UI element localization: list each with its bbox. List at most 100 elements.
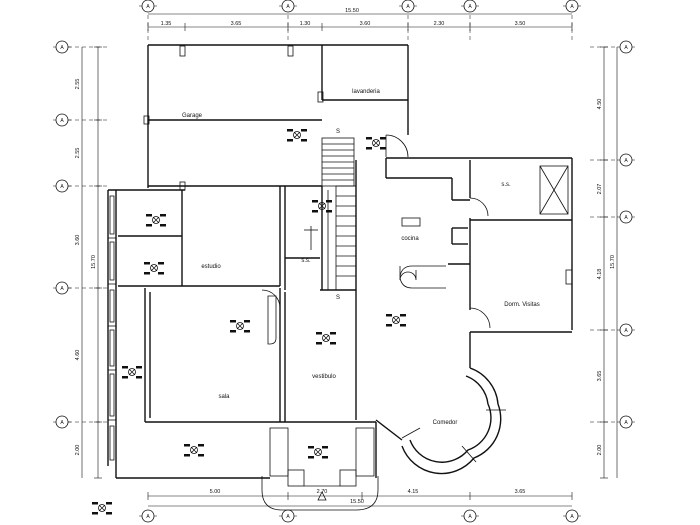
light-fixture-icon (316, 332, 336, 345)
svg-text:A: A (286, 4, 290, 10)
light-fixture-icon (230, 320, 250, 333)
room-label-garage: Garage (182, 113, 203, 119)
room-label-ss-2: s.s. (301, 258, 311, 264)
svg-text:A: A (624, 420, 628, 426)
grid-bubble: A (399, 0, 417, 13)
dim-bottom-total: 15.50 (350, 499, 364, 505)
light-fixture-icon (366, 137, 386, 150)
dim-left-4: 4.60 (75, 350, 81, 361)
dimension-labels: 15.50 1.35 3.65 1.30 3.60 2.30 3.50 5.00… (75, 8, 616, 505)
dim-bottom-1: 5.00 (210, 489, 221, 495)
grid-bubble: A (53, 415, 71, 429)
grid-bubble: A (617, 323, 635, 337)
left-window-bay (108, 195, 116, 461)
grid-bubble: A (139, 0, 157, 13)
entrance-porch (261, 427, 379, 511)
grid-bubble: A (461, 509, 479, 523)
dim-left-3: 3.60 (75, 235, 81, 246)
garage-door-marks (143, 45, 324, 191)
light-fixture-icon (184, 444, 204, 457)
svg-text:A: A (624, 328, 628, 334)
room-label-sala: sala (218, 394, 230, 400)
dim-left-total: 15.70 (91, 255, 97, 269)
svg-text:A: A (146, 4, 150, 10)
stair-label-1: S (336, 129, 340, 135)
grid-bubble: A (461, 0, 479, 13)
dim-top-3: 1.30 (300, 21, 311, 27)
svg-text:A: A (146, 514, 150, 520)
svg-text:A: A (60, 420, 64, 426)
light-fixtures (92, 129, 406, 515)
light-fixture-icon (312, 200, 332, 213)
grid-bubble: A (53, 179, 71, 193)
grid-bubble: A (563, 0, 581, 13)
grid-bubble: A (617, 415, 635, 429)
room-label-vestibulo: vestibulo (312, 374, 336, 380)
light-fixture-icon (146, 214, 166, 227)
exterior-walls (107, 44, 573, 479)
svg-text:A: A (570, 514, 574, 520)
dim-bottom-4: 3.65 (515, 489, 526, 495)
fixtures (267, 165, 573, 345)
light-fixture-icon (308, 446, 328, 459)
grid-bubble: A (617, 210, 635, 224)
stairs (304, 137, 357, 291)
dim-top-4: 3.60 (360, 21, 371, 27)
room-label-comedor: Comedor (433, 420, 458, 426)
grid-bubble: A (53, 113, 71, 127)
room-label-cocina: cocina (401, 236, 419, 242)
light-fixture-icon (122, 366, 142, 379)
grid-bubble: A (279, 0, 297, 13)
dim-right-1: 4.50 (597, 99, 603, 110)
svg-text:A: A (624, 158, 628, 164)
comedor-bay (375, 367, 506, 478)
dimension-lines (81, 13, 618, 507)
svg-text:A: A (468, 4, 472, 10)
dim-top-total: 15.50 (345, 8, 359, 14)
dim-right-4: 3.65 (597, 371, 603, 382)
dim-top-5: 2.30 (434, 21, 445, 27)
dim-right-total: 15.70 (610, 255, 616, 269)
svg-text:A: A (60, 184, 64, 190)
room-label-ss-1: s.s. (501, 182, 511, 188)
interior-walls (118, 45, 572, 423)
grid-bubble: A (617, 153, 635, 167)
dim-right-2: 2.07 (597, 184, 603, 195)
room-labels: Garage lavanderia estudio cocina Dorm. V… (182, 89, 540, 426)
light-fixture-icon (287, 129, 307, 142)
grid-bubble: A (53, 281, 71, 295)
svg-text:A: A (570, 4, 574, 10)
dim-right-3: 4.18 (597, 269, 603, 280)
door-swings (261, 134, 491, 329)
svg-text:A: A (286, 514, 290, 520)
dim-top-6: 3.50 (515, 21, 526, 27)
dim-left-5: 2.00 (75, 445, 81, 456)
dim-top-1: 1.35 (161, 21, 172, 27)
svg-text:A: A (468, 514, 472, 520)
dim-right-5: 2.00 (597, 445, 603, 456)
light-fixture-icon (144, 262, 164, 275)
room-label-dorm-visitas: Dorm. Visitas (504, 302, 540, 308)
grid-bubble: A (563, 509, 581, 523)
dim-top-2: 3.65 (231, 21, 242, 27)
stair-label-2: S (336, 295, 340, 301)
svg-text:A: A (60, 118, 64, 124)
grid-bubble: A (53, 40, 71, 54)
svg-text:A: A (624, 45, 628, 51)
light-fixture-icon (92, 502, 112, 515)
svg-text:A: A (60, 286, 64, 292)
grid-bubbles: A A A A A A A A A A A A A A A A A A A (53, 0, 635, 523)
light-fixture-icon (386, 314, 406, 327)
dim-left-2: 2.55 (75, 148, 81, 159)
grid-bubble: A (139, 509, 157, 523)
svg-text:A: A (60, 45, 64, 51)
grid-bubble: A (617, 40, 635, 54)
room-label-estudio: estudio (201, 264, 221, 270)
dim-bottom-3: 4.15 (408, 489, 419, 495)
svg-text:A: A (406, 4, 410, 10)
grid-bubble: A (279, 509, 297, 523)
svg-text:A: A (624, 215, 628, 221)
dim-left-1: 2.55 (75, 79, 81, 90)
room-label-lavanderia: lavanderia (352, 89, 380, 95)
